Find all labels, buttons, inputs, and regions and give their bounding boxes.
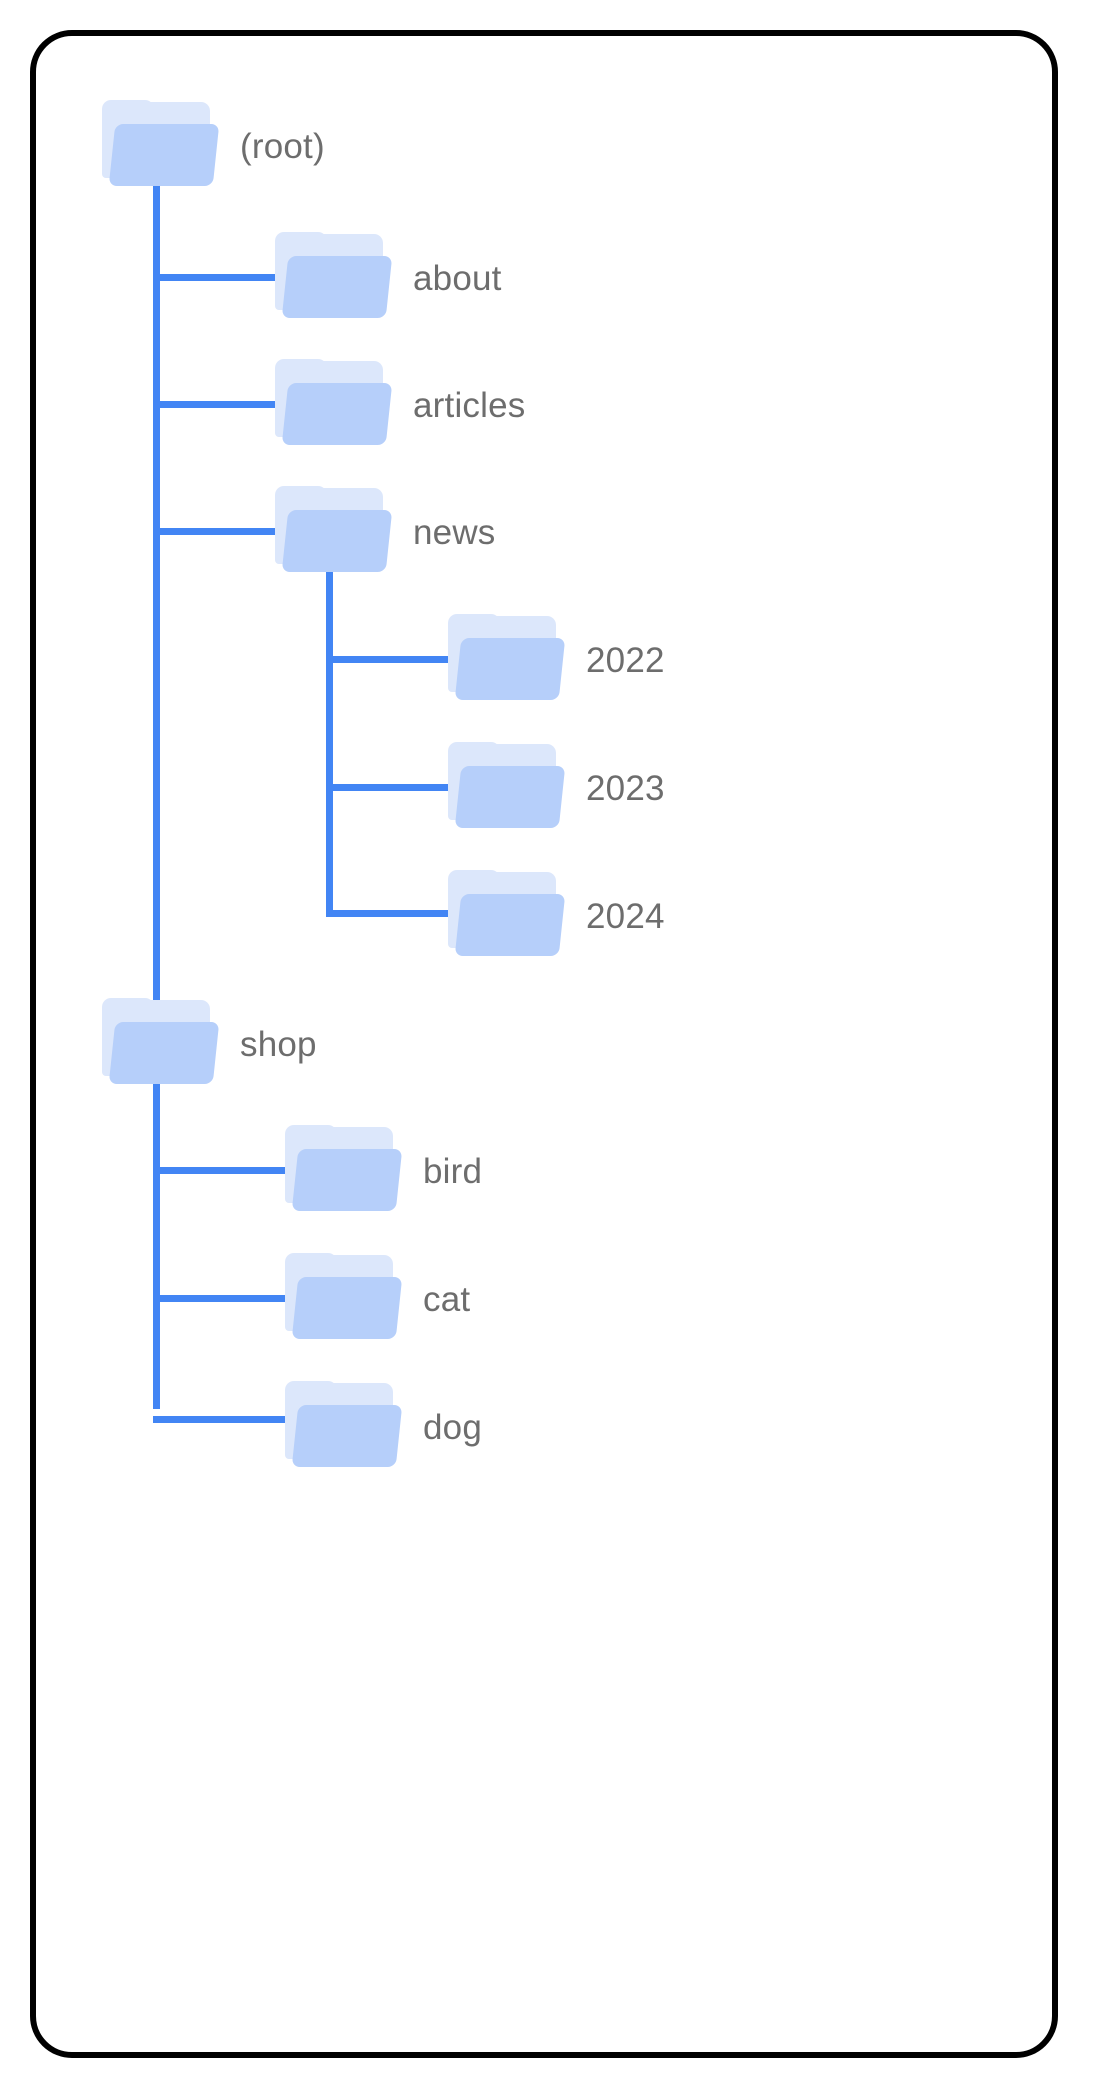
tree-node-label: articles <box>413 385 526 425</box>
tree-node-shop[interactable]: shop <box>100 998 317 1090</box>
tree-node-label: 2023 <box>586 768 665 808</box>
folder-front-body <box>281 256 393 318</box>
connector-branch-articles <box>153 401 278 408</box>
folder-icon <box>446 614 566 706</box>
connector-branch-bird <box>153 1167 288 1174</box>
connector-branch-news <box>153 528 278 535</box>
folder-front-body <box>108 1022 220 1084</box>
folder-front-body <box>454 894 566 956</box>
tree-node-cat[interactable]: cat <box>283 1253 470 1345</box>
folder-front-body <box>454 766 566 828</box>
connector-branch-about <box>153 274 278 281</box>
folder-icon <box>100 998 220 1090</box>
folder-front-body <box>281 510 393 572</box>
folder-front-body <box>291 1405 403 1467</box>
folder-icon <box>100 100 220 192</box>
connector-branch-dog <box>153 1416 288 1423</box>
tree-node-about[interactable]: about <box>273 232 502 324</box>
folder-icon <box>283 1381 403 1473</box>
connector-branch-2023 <box>326 784 451 791</box>
connector-trunk-news <box>326 563 333 913</box>
tree-node-bird[interactable]: bird <box>283 1125 482 1217</box>
tree-node-label: news <box>413 512 496 552</box>
folder-icon <box>273 232 393 324</box>
folder-icon <box>446 870 566 962</box>
tree-node-label: 2024 <box>586 896 665 936</box>
folder-icon <box>283 1253 403 1345</box>
tree-node-2022[interactable]: 2022 <box>446 614 665 706</box>
folder-icon <box>273 486 393 578</box>
tree-node-label: 2022 <box>586 640 665 680</box>
folder-front-body <box>108 124 220 186</box>
connector-branch-cat <box>153 1295 288 1302</box>
connector-branch-2022 <box>326 656 451 663</box>
folder-icon <box>273 359 393 451</box>
tree-node-label: dog <box>423 1407 482 1447</box>
tree-node-label: about <box>413 258 502 298</box>
tree-node-articles[interactable]: articles <box>273 359 525 451</box>
folder-front-body <box>281 383 393 445</box>
folder-front-body <box>291 1149 403 1211</box>
tree-node-label: cat <box>423 1279 471 1319</box>
folder-front-body <box>454 638 566 700</box>
connector-trunk-root <box>153 180 160 1409</box>
folder-icon <box>446 742 566 834</box>
tree-node-2023[interactable]: 2023 <box>446 742 665 834</box>
folder-icon <box>283 1125 403 1217</box>
tree-node-label: (root) <box>240 126 325 166</box>
folder-front-body <box>291 1277 403 1339</box>
tree-node-dog[interactable]: dog <box>283 1381 482 1473</box>
tree-node-2024[interactable]: 2024 <box>446 870 665 962</box>
tree-node-label: shop <box>240 1024 317 1064</box>
connector-branch-2024 <box>326 910 451 917</box>
tree-node-news[interactable]: news <box>273 486 496 578</box>
tree-node-root[interactable]: (root) <box>100 100 325 192</box>
tree-node-label: bird <box>423 1151 483 1191</box>
